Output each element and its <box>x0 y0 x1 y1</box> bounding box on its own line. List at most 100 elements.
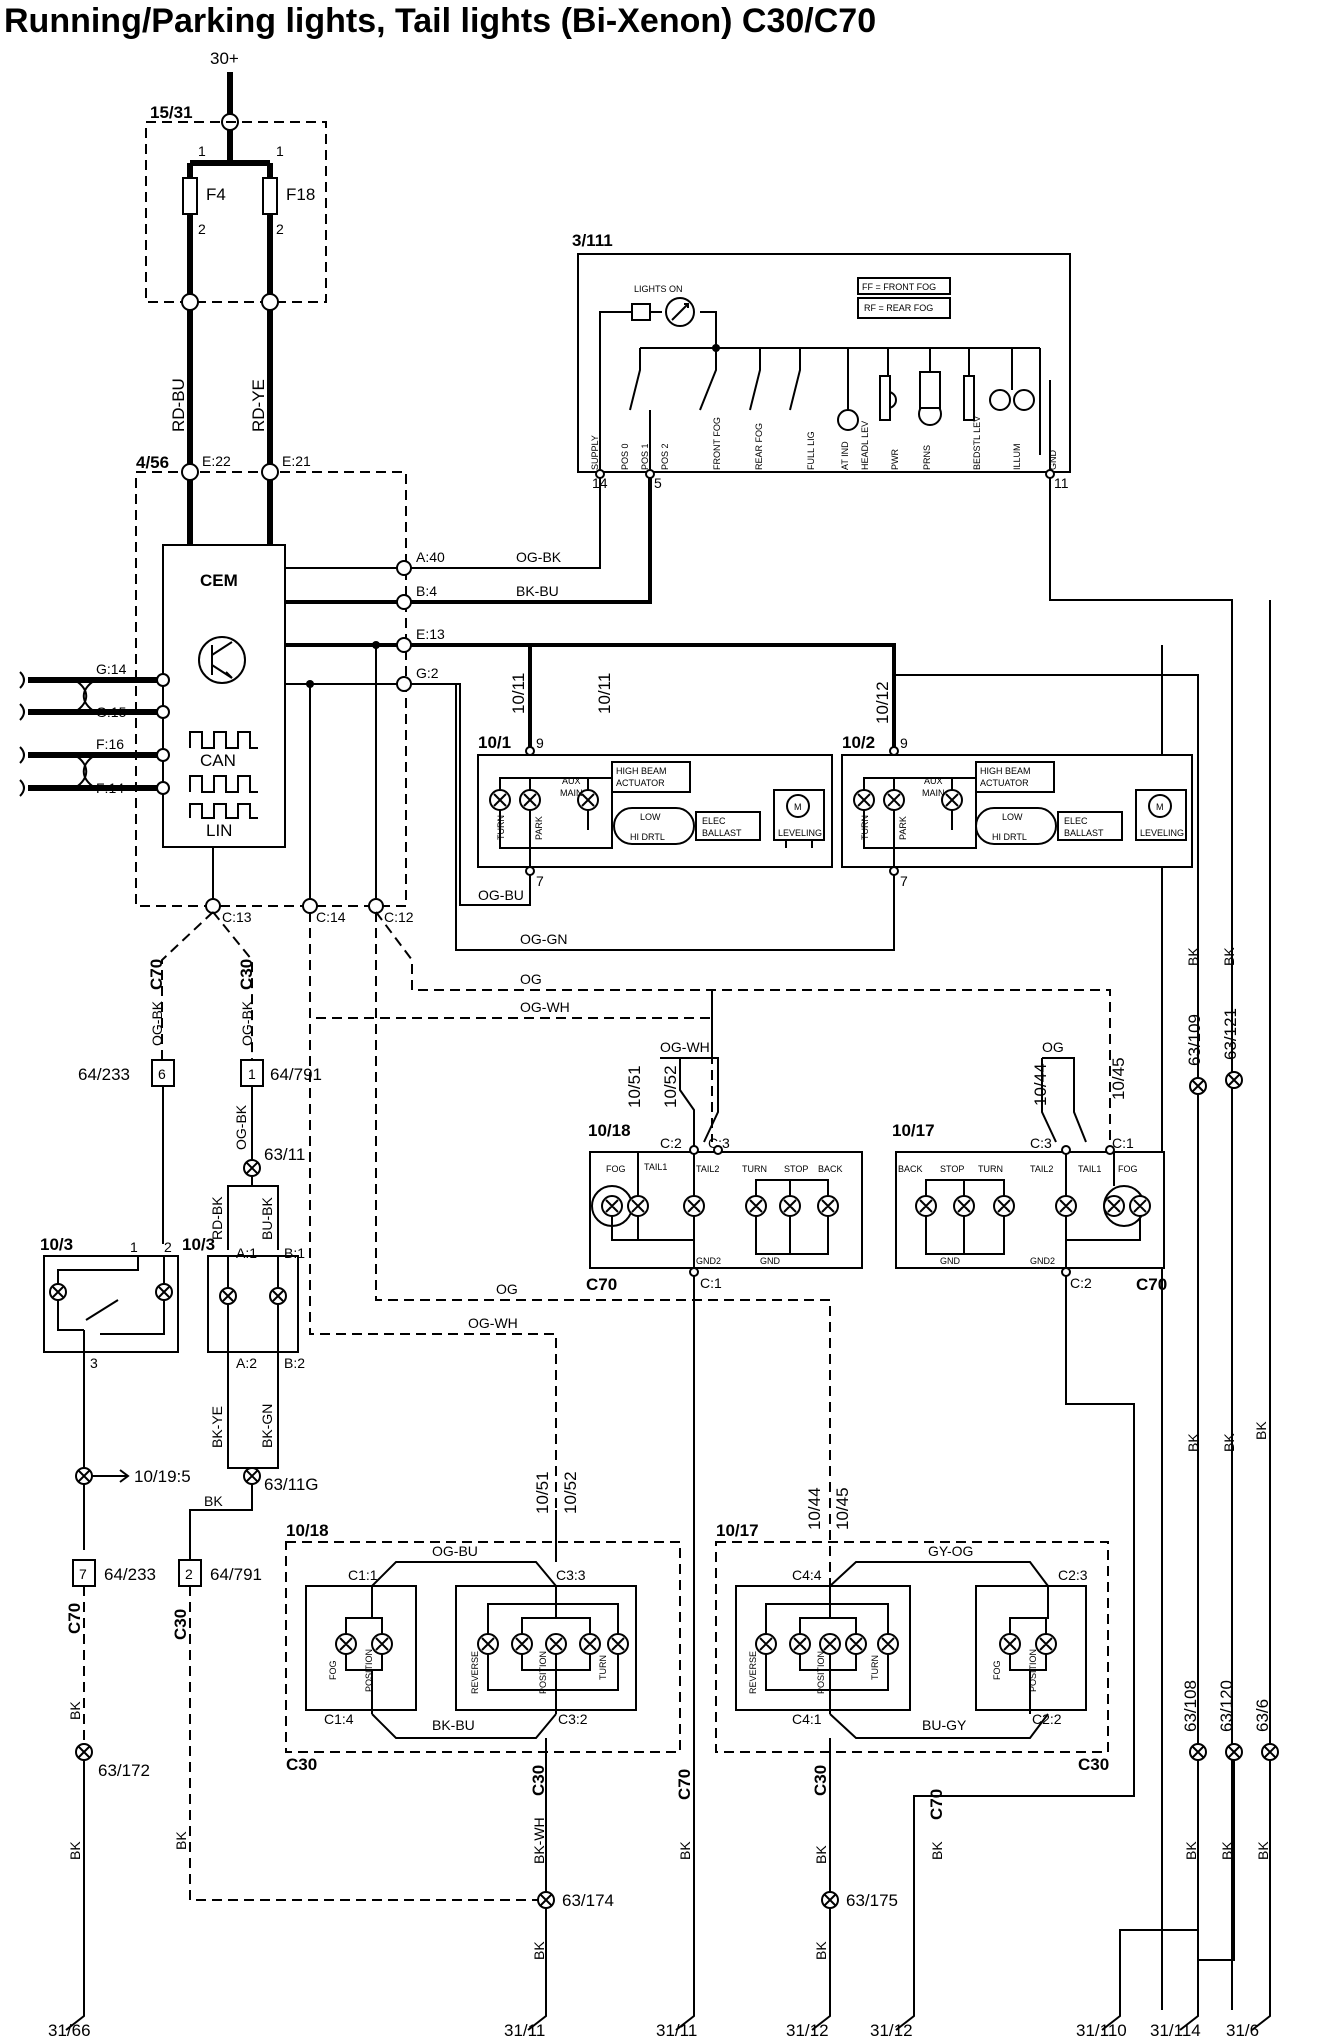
wire-bk-gn-label: BK-GN <box>259 1404 275 1448</box>
headlamp-left-pin9: 9 <box>536 735 544 751</box>
switch-module-internals <box>599 297 1051 475</box>
bus-bk-4: BK <box>1221 1433 1237 1452</box>
relay-right-b2: B:2 <box>284 1355 305 1371</box>
splice-bus-mark-2 <box>1191 1745 1277 1759</box>
wire-to-31-110 <box>1101 1760 1199 2031</box>
wire-pin2-to-63-174 <box>189 1586 546 1901</box>
wire-bu-bk-label: BU-BK <box>259 1197 275 1240</box>
wire-31-66-bk-label: BK <box>67 1841 83 1860</box>
wire-og-label: OG <box>520 971 542 987</box>
cem-pin-e13: E:13 <box>416 626 445 642</box>
tail-c70-right-fog: FOG <box>1118 1164 1138 1174</box>
hl-right-main: MAIN <box>922 788 945 798</box>
tail-c30-left-position: POSITION <box>364 1649 374 1692</box>
wire-31-12b-c70: C70 <box>927 1789 946 1820</box>
tail-c70-left-c3-node <box>713 1145 723 1155</box>
hl-left-ballast: BALLAST <box>702 828 742 838</box>
hl-right-park: PARK <box>898 816 908 840</box>
hl-right-hi: HI DRTL <box>992 832 1027 842</box>
splice-63-175-label: 63/175 <box>846 1891 898 1910</box>
fuse-f18-label: F18 <box>286 185 315 204</box>
cem-can-wave-1 <box>189 731 258 749</box>
svg-text:POS 2: POS 2 <box>660 443 670 470</box>
tail-c30-right-ref2: 10/45 <box>833 1487 852 1530</box>
cem-junction-2 <box>372 641 380 649</box>
wire-og-wh-c14 <box>309 912 713 1142</box>
svg-text:PRNS: PRNS <box>922 445 932 470</box>
tail-c70-right-box <box>895 1151 1165 1269</box>
cem-lin-label: LIN <box>206 821 232 840</box>
bus-bk-1: BK <box>1185 947 1201 966</box>
switch-rf-box <box>857 297 951 319</box>
splice-63-11g-mark <box>245 1469 259 1483</box>
tail-c30-right-outline <box>715 1541 1109 1753</box>
c13-c70-label: C70 <box>147 959 166 990</box>
switch-pin5-node <box>645 469 655 479</box>
relay-right-id: 10/3 <box>182 1235 215 1254</box>
tail-c70-right-gnd2: GND2 <box>1030 1256 1055 1266</box>
tail-c70-left-ref1: 10/51 <box>625 1065 644 1108</box>
c30-right-out-bk: BK <box>813 1845 829 1864</box>
cem-can-label: CAN <box>200 751 236 770</box>
cem-pin-g14: G:14 <box>96 661 127 677</box>
wire-og-label-2: OG <box>496 1281 518 1297</box>
wire-og-wh-to-c30-left <box>309 912 557 1520</box>
splice-63-120-label: 63/120 <box>1217 1680 1236 1732</box>
c13-og-bk-label-2: OG-BK <box>239 1000 255 1046</box>
fuse-f4-label: F4 <box>206 185 226 204</box>
tail-c70-right-id: 10/17 <box>892 1121 935 1140</box>
wire-to-31-6 <box>1251 600 1271 2031</box>
headlamp-right-ref: 10/12 <box>873 681 892 724</box>
hl-right-leveling: LEVELING <box>1140 828 1184 838</box>
headlamp-right-id: 10/2 <box>842 733 875 752</box>
tail-c30-left-ref1: 10/51 <box>533 1471 552 1514</box>
fuse-f18-pin1: 1 <box>276 143 284 159</box>
splice-63-109-label: 63/109 <box>1185 1014 1204 1066</box>
tail-c30-right-bu-gy: BU-GY <box>922 1717 967 1733</box>
headlamp-10-2 <box>841 746 1193 876</box>
hl-right-m: M <box>1156 802 1164 812</box>
splice-63-172-mark <box>77 1745 91 1759</box>
tail-c30-left-og-bu: OG-BU <box>432 1543 478 1559</box>
c13-c30-label: C30 <box>237 959 256 990</box>
tail-c30-left-c1-4: C1:4 <box>324 1711 354 1727</box>
wire-og-wh-label-2: OG-WH <box>468 1315 518 1331</box>
pin2-bk-label: BK <box>173 1831 189 1850</box>
switch-pin5: 5 <box>654 475 662 491</box>
fuse-box-15-31 <box>145 121 327 303</box>
svg-text:POS 1: POS 1 <box>640 443 650 470</box>
splice-63-11g-label: 63/11G <box>264 1475 319 1494</box>
switch-pin11: 11 <box>1054 475 1069 491</box>
fuse-f4-pin2: 2 <box>198 221 206 237</box>
tail-c30-right-c2-2: C2:2 <box>1032 1711 1062 1727</box>
wire-to-31-66 <box>65 1760 85 2031</box>
hl-right-turn: TURN <box>860 815 870 840</box>
hl-right-hb: HIGH BEAM <box>980 766 1031 776</box>
tail-c30-left-og-bu-wire <box>371 1561 557 1587</box>
cem-c13-node <box>205 898 221 914</box>
cem-pin-b4: B:4 <box>416 583 437 599</box>
wire-gnd-pin11 <box>1049 478 1233 2010</box>
svg-text:REAR FOG: REAR FOG <box>754 423 764 470</box>
cem-pin-e22: E:22 <box>202 453 231 469</box>
relay-left-p1: 1 <box>130 1239 138 1255</box>
wire-pin1-og-bk-label: OG-BK <box>233 1104 249 1150</box>
fuse-f4 <box>182 177 198 215</box>
wire-og-gn-label: OG-GN <box>520 931 567 947</box>
ground-31-12b: 31/12 <box>870 2021 913 2040</box>
relay-10-3-left <box>43 1255 179 1353</box>
headlamp-left-ref: 10/11 <box>509 673 528 714</box>
wire-rd-bu-label: RD-BU <box>169 378 188 432</box>
hl-left-leveling: LEVELING <box>778 828 822 838</box>
cem-junction-1 <box>306 680 314 688</box>
headlamp-left-id: 10/1 <box>478 733 511 752</box>
conn-pin2: 2 <box>185 1566 193 1582</box>
c30-left-out-c30: C30 <box>529 1765 548 1796</box>
hl-right-hb2: ACTUATOR <box>980 778 1029 788</box>
tail-c30-right-position: POSITION <box>816 1651 826 1694</box>
tail-c70-left-c2: C:2 <box>660 1135 682 1151</box>
cem-transistor-symbol <box>211 641 233 679</box>
splice-63-172-label: 63/172 <box>98 1761 150 1780</box>
ground-31-6: 31/6 <box>1226 2021 1259 2040</box>
